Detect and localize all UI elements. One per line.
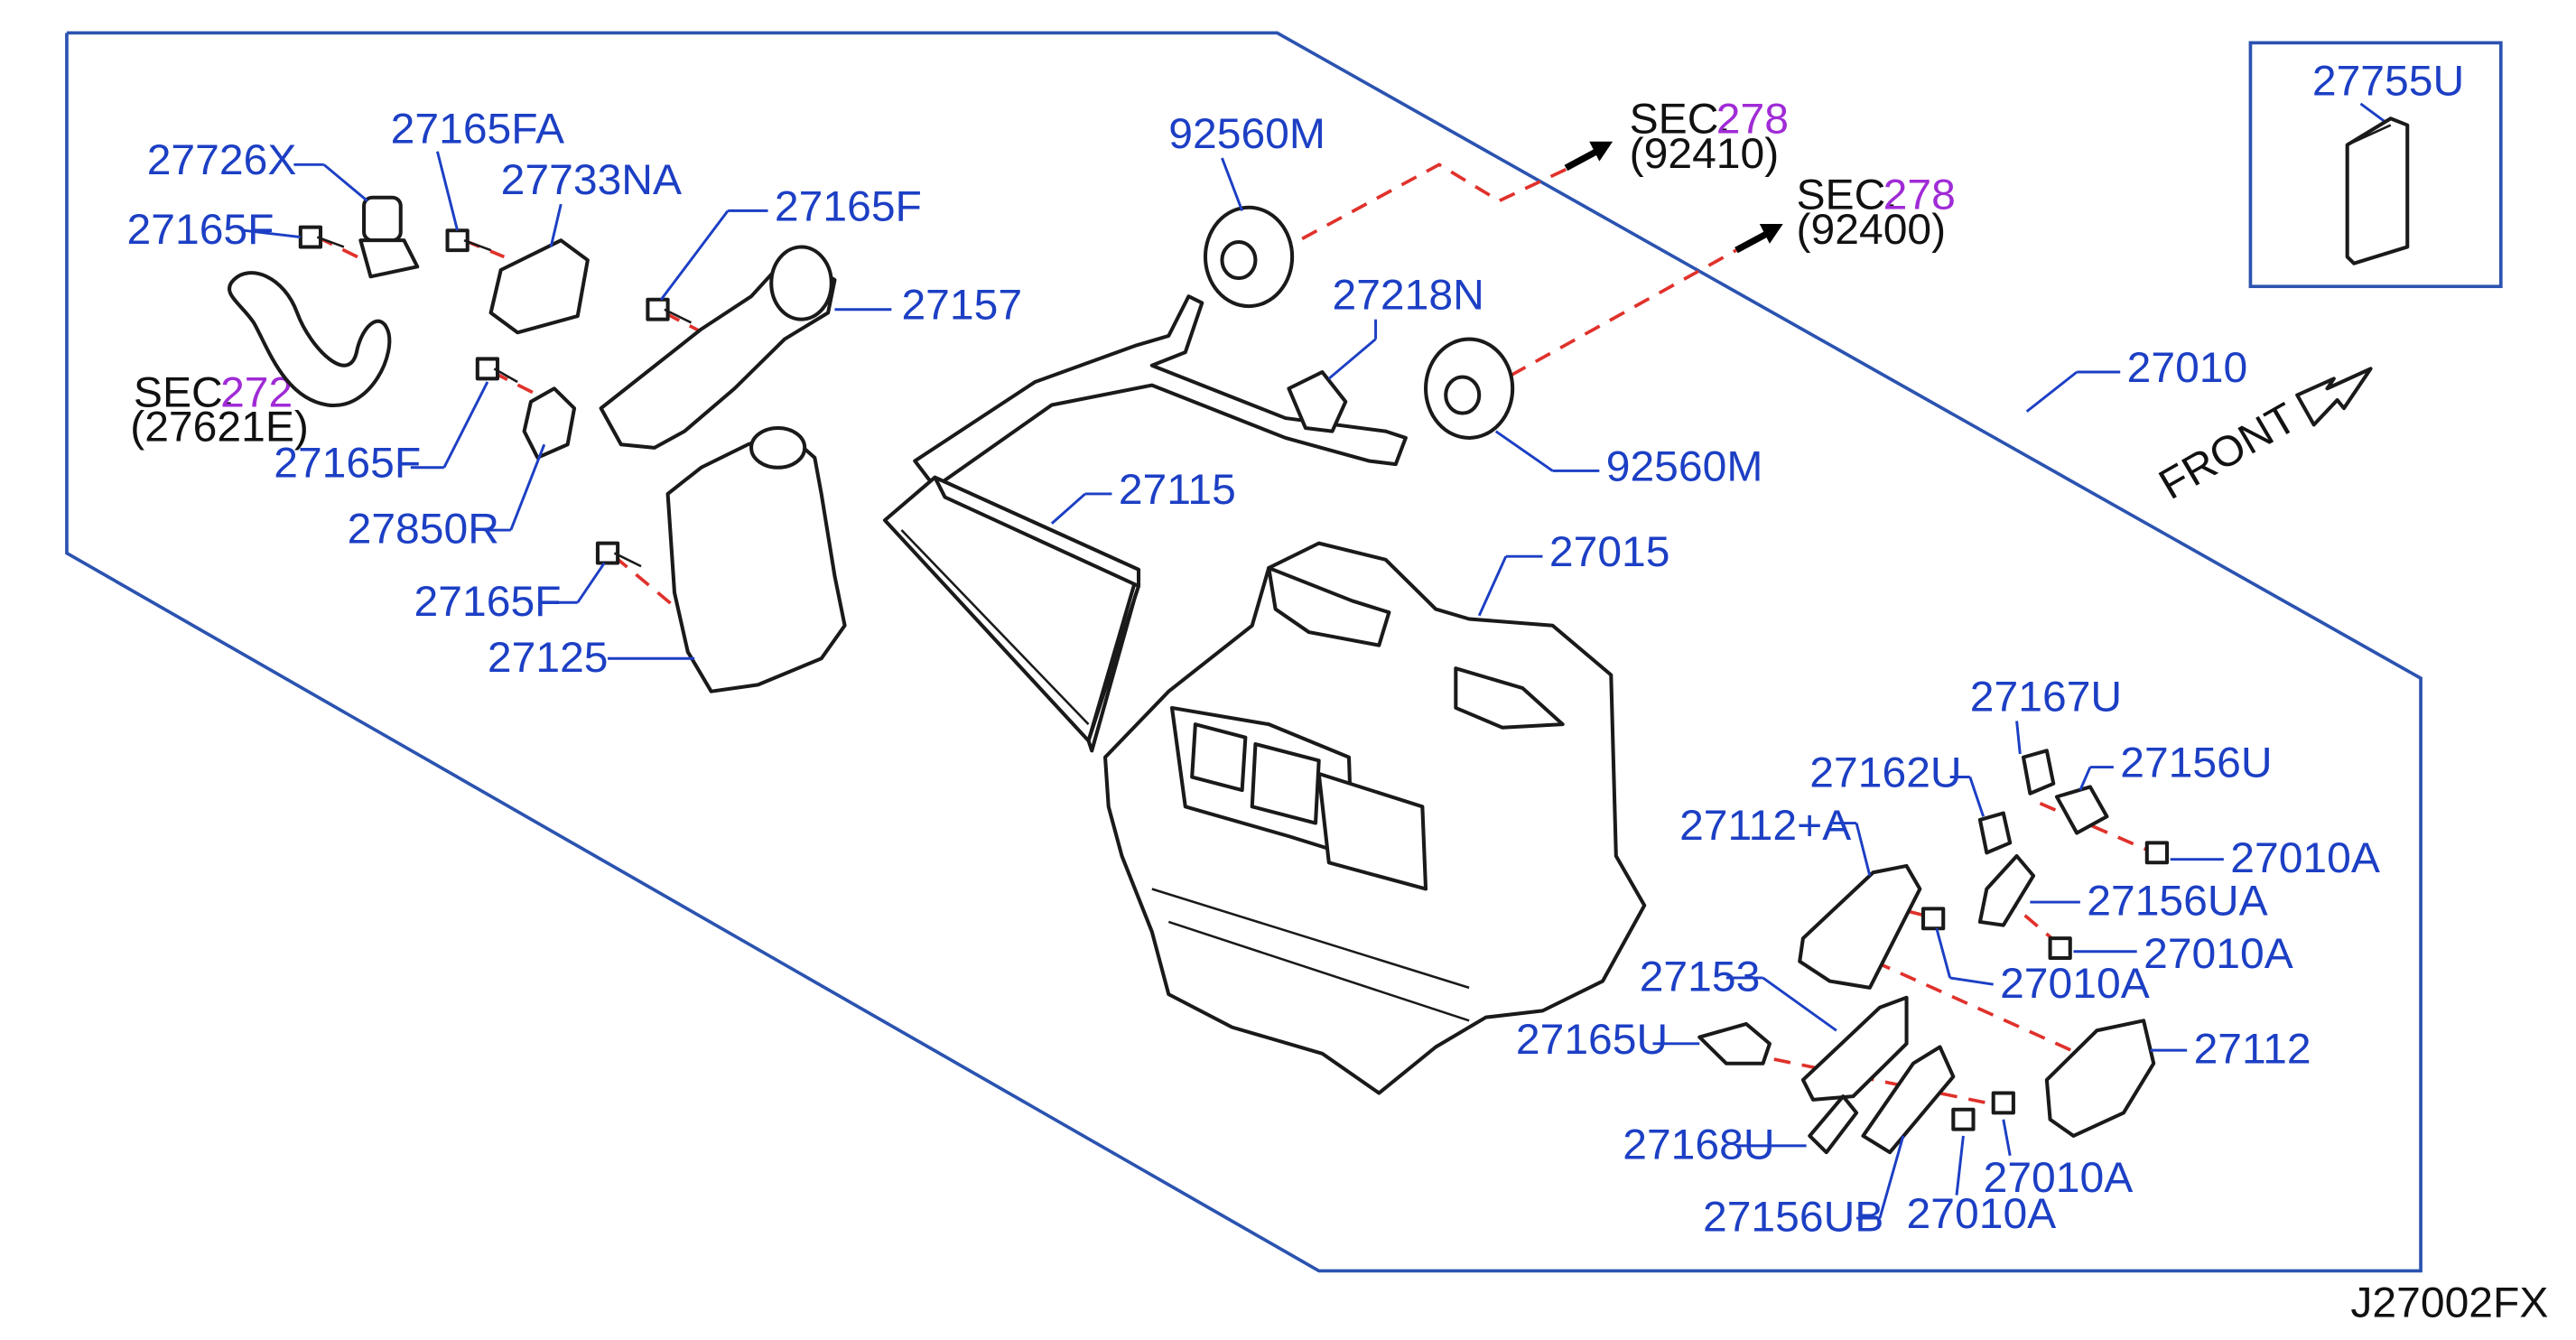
- label-27156U: 27156U: [2120, 740, 2272, 787]
- label-27726X: 27726X: [147, 137, 297, 185]
- heater-case: [1103, 541, 1647, 1095]
- screw-27010A-a: [2144, 841, 2170, 865]
- label-27112: 27112: [2194, 1026, 2311, 1074]
- label-27010A-e: 27010A: [1907, 1190, 2057, 1238]
- water-valve: [358, 195, 420, 279]
- bolt-27165F-a: [298, 225, 345, 249]
- label-27162U: 27162U: [1809, 749, 1961, 797]
- front-label: FRONT: [2152, 395, 2305, 509]
- diagram-code: J27002FX: [2350, 1280, 2548, 1327]
- sec-27621E-prefix: SEC.: [134, 369, 235, 417]
- link-27167U: [2021, 749, 2056, 796]
- label-27165F-d: 27165F: [414, 578, 562, 626]
- label-27157: 27157: [901, 282, 1022, 330]
- bracket-27112A: [1798, 863, 1922, 990]
- assembly-frame: [65, 31, 2423, 1273]
- label-27755U: 27755U: [2312, 58, 2464, 106]
- label-27165F-c: 27165F: [274, 440, 421, 488]
- arrow-to-sec-92400-icon: [1734, 223, 1783, 254]
- sec-27621E-number: 272: [220, 369, 293, 417]
- label-92560M-a: 92560M: [1168, 110, 1325, 158]
- sec-92410-prefix: SEC.: [1630, 96, 1731, 144]
- label-27015: 27015: [1549, 528, 1670, 576]
- sec-92400-ref: (92400): [1797, 206, 1947, 254]
- label-27165F-a: 27165F: [127, 206, 274, 254]
- sec-27621E-ref: (27621E): [130, 404, 309, 451]
- lever-27156UB: [1861, 1045, 1956, 1155]
- arrow-to-sec-92410-icon: [1564, 141, 1613, 172]
- label-27115: 27115: [1119, 466, 1236, 514]
- label-27010A-c: 27010A: [2000, 960, 2150, 1008]
- label-27010A-a: 27010A: [2230, 835, 2380, 883]
- sec-92410-ref: (92410): [1630, 130, 1780, 178]
- duct-27125: [665, 429, 847, 693]
- link-27162U: [1977, 811, 2013, 855]
- clip-27218N: [1287, 370, 1348, 433]
- label-27850R: 27850R: [348, 506, 499, 554]
- label-92560M-b: 92560M: [1606, 443, 1763, 491]
- bolt-27165FA: [445, 228, 492, 253]
- duct-27157: [599, 258, 837, 450]
- inset-box: [2248, 41, 2503, 289]
- label-27165F-b: 27165F: [775, 183, 922, 231]
- label-27112A: 27112+A: [1679, 802, 1851, 850]
- rod-27156U: [2054, 785, 2109, 835]
- lever-27156UA: [1977, 854, 2036, 927]
- bracket-27850R: [522, 386, 577, 460]
- clip-27165U: [1697, 1021, 1772, 1065]
- bracket-27153: [1800, 995, 1909, 1102]
- label-27733NA: 27733NA: [501, 156, 683, 204]
- label-27165FA: 27165FA: [391, 106, 565, 154]
- label-27218N: 27218N: [1332, 272, 1483, 320]
- screw-27010A-d: [1991, 1091, 2015, 1115]
- sec-92410-number: 278: [1716, 96, 1789, 144]
- actuator-27733NA: [488, 238, 590, 335]
- label-27010: 27010: [2127, 344, 2248, 392]
- label-27125: 27125: [488, 634, 609, 682]
- bolt-27165F-b: [475, 357, 518, 384]
- bolt-27165F-d: [595, 541, 642, 568]
- label-27156UA: 27156UA: [2087, 878, 2268, 926]
- label-27165U: 27165U: [1516, 1016, 1668, 1064]
- heater-hose: [227, 271, 392, 407]
- bolt-27165F-c: [646, 297, 693, 324]
- label-27010A-b: 27010A: [2144, 930, 2293, 978]
- screw-27010A-b: [1921, 907, 1946, 931]
- label-27156UB: 27156UB: [1703, 1194, 1883, 1242]
- screw-27010A-c: [2048, 936, 2072, 961]
- sec-92400-number: 278: [1883, 172, 1956, 219]
- label-27167U: 27167U: [1970, 674, 2122, 721]
- sec-92400-prefix: SEC.: [1797, 172, 1898, 219]
- front-arrow-icon: [2295, 367, 2373, 427]
- link-27168U: [1808, 1094, 1859, 1155]
- screw-27010A-e: [1951, 1107, 1976, 1131]
- plate-27112: [2044, 1019, 2156, 1138]
- label-27010A-d: 27010A: [1984, 1154, 2134, 1202]
- grommet-92560M-b: [1424, 337, 1515, 440]
- filter-pad: [2345, 116, 2410, 265]
- grommet-92560M-a: [1203, 205, 1295, 309]
- heater-core: [882, 475, 1141, 753]
